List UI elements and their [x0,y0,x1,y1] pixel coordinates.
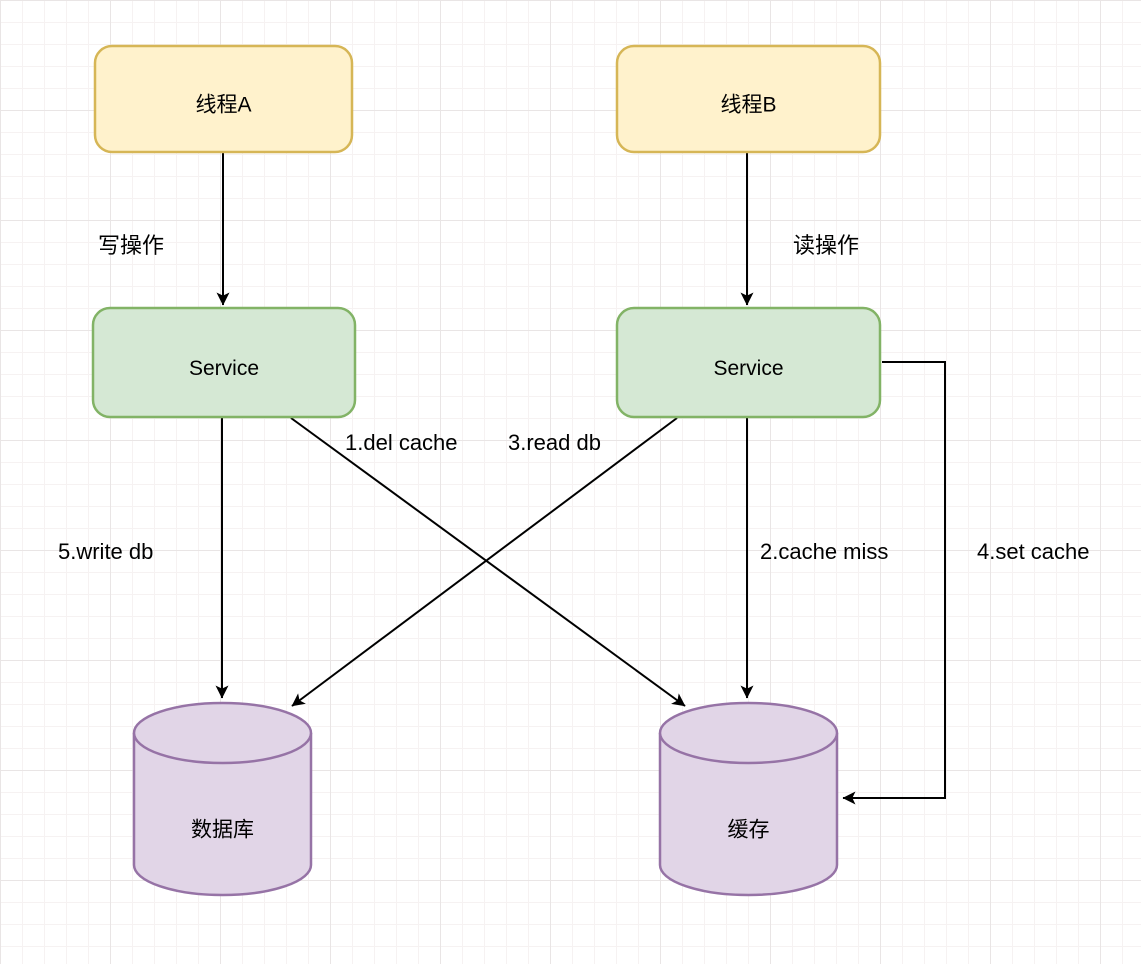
thread-b-shape[interactable] [615,44,882,154]
edge-layer [215,153,946,805]
cache-cylinder-top[interactable] [658,701,839,765]
database-cylinder-body[interactable] [132,733,313,897]
cache-cylinder-body[interactable] [658,733,839,897]
edge-label-cache-miss: 2.cache miss [760,539,888,564]
node-service-a[interactable]: Service [91,306,357,419]
edge-label-write-op: 写操作 [98,233,164,258]
edge-label-write-db: 5.write db [58,539,153,564]
node-service-b[interactable]: Service [615,306,882,419]
thread-b-label: 线程B [720,94,776,117]
service-a-shape[interactable] [91,306,357,419]
database-cylinder-top[interactable] [132,701,313,765]
edge-label-read-op: 读操作 [793,233,859,258]
edge-label-layer: 写操作 读操作 1.del cache 3.read db 5.write db… [58,233,1090,564]
edge-service-b-to-database[interactable] [291,417,678,707]
service-b-shape[interactable] [615,306,882,419]
service-b-label: Service [713,357,783,380]
node-cache[interactable]: 缓存 [658,701,839,897]
thread-a-label: 线程A [195,94,251,117]
edge-label-read-db: 3.read db [508,430,601,455]
node-thread-a[interactable]: 线程A [93,44,354,154]
service-a-label: Service [189,357,259,380]
database-label: 数据库 [191,819,254,842]
thread-a-shape[interactable] [93,44,354,154]
node-database[interactable]: 数据库 [132,701,313,897]
cache-label: 缓存 [728,819,770,842]
edge-service-a-to-cache[interactable] [290,417,686,707]
node-thread-b[interactable]: 线程B [615,44,882,154]
edge-label-set-cache: 4.set cache [977,539,1090,564]
edge-label-del-cache: 1.del cache [345,430,458,455]
edge-service-b-set-cache-loop[interactable] [842,361,946,805]
